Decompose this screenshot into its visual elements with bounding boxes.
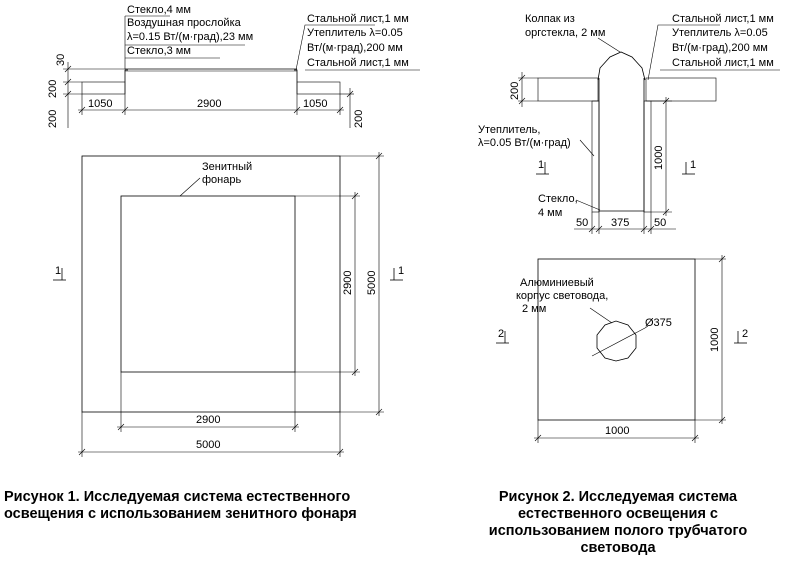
fig2-label-insulation-thickness: Вт/(м·град),200 мм — [672, 42, 768, 54]
fig2-dim-200: 200 — [509, 82, 521, 100]
fig1-dim-1050-right: 1050 — [303, 98, 327, 110]
fig2-dim-50-right: 50 — [654, 217, 666, 229]
fig2-plan-cut-right: 2 — [742, 328, 748, 340]
fig1-dim-inner-width: 2900 — [196, 414, 220, 426]
fig2-dim-width: 1000 — [605, 425, 629, 437]
fig2-label-dome-1: Колпак из — [525, 13, 575, 25]
fig1-label-steel-bottom: Стальной лист,1 мм — [307, 57, 409, 69]
fig1-roof-right — [296, 81, 341, 95]
fig2-tube-wall-right — [643, 100, 652, 213]
fig1-dim-200-c: 200 — [353, 110, 365, 128]
fig1-dim-30: 30 — [55, 54, 67, 66]
fig1-curb-left — [124, 69, 128, 82]
fig2-lightguide-outline — [596, 320, 637, 362]
figure2-caption-line2: естественного освещения с — [517, 506, 718, 522]
fig1-dim-inner-height: 2900 — [342, 271, 354, 295]
fig2-diameter: Ø375 — [645, 317, 672, 329]
fig2-label-insulation: Утеплитель λ=0.05 — [672, 27, 768, 39]
fig2-label-steel-top: Стальной лист,1 мм — [672, 13, 774, 25]
fig1-label-air-gap: Воздушная прослойка — [127, 17, 242, 29]
fig1-dim-200-b: 200 — [47, 110, 59, 128]
fig1-dim-200-a: 200 — [47, 80, 59, 98]
fig1-cut-right: 1 — [398, 265, 404, 277]
fig2-plan-cut-left: 2 — [498, 328, 504, 340]
fig1-label-glass-top: Стекло,4 мм — [127, 4, 191, 16]
figure2-caption-line4: световода — [580, 540, 656, 556]
fig1-curb-right — [294, 69, 298, 82]
fig1-label-insulation: Утеплитель λ=0.05 — [307, 27, 403, 39]
fig1-roof-outline — [81, 155, 341, 413]
fig2-label-dome-2: оргстекла, 2 мм — [525, 27, 605, 39]
fig1-dim-outer-width: 5000 — [196, 439, 220, 451]
fig2-roof-right — [645, 77, 717, 102]
figure1-caption-line1: Рисунок 1. Исследуемая система естествен… — [4, 489, 351, 505]
fig1-cut-left: 1 — [55, 265, 61, 277]
fig1-label-air-gap-lambda: λ=0.15 Вт/(м·град),23 мм — [127, 31, 253, 43]
fig2-label-tube-insul-1: Утеплитель, — [478, 124, 540, 136]
fig2-dim-375: 375 — [611, 217, 629, 229]
fig2-dim-50-left: 50 — [576, 217, 588, 229]
fig2-dim-height: 1000 — [709, 328, 721, 352]
fig1-label-steel-top: Стальной лист,1 мм — [307, 13, 409, 25]
fig2-tube-wall-left — [591, 100, 600, 213]
fig2-label-housing-1: Алюминиевый — [520, 277, 594, 289]
fig1-skylight-outline — [120, 195, 296, 373]
fig2-dim-1000: 1000 — [653, 146, 665, 170]
fig1-label-glass-bottom: Стекло,3 мм — [127, 45, 191, 57]
fig1-dim-1050-left: 1050 — [88, 98, 112, 110]
fig2-section: Колпак из оргстекла, 2 мм Стальной лист,… — [478, 13, 780, 234]
fig2-roof-left — [537, 77, 599, 102]
fig1-label-insulation-thickness: Вт/(м·град),200 мм — [307, 42, 403, 54]
fig1-label-skylight-2: фонарь — [202, 174, 241, 186]
fig1-dim-outer-height: 5000 — [366, 271, 378, 295]
fig1-roof-left — [81, 81, 126, 95]
fig2-label-glass-2: 4 мм — [538, 207, 562, 219]
fig2-label-glass-1: Стекло, — [538, 193, 578, 205]
fig2-cut-left: 1 — [538, 159, 544, 171]
figure1-caption-line2: освещения с использованием зенитного фон… — [4, 506, 357, 522]
figure2-caption: Рисунок 2. Исследуемая система естествен… — [448, 489, 788, 557]
fig2-plan: Ø375 Алюминиевый корпус световода, 2 мм … — [496, 255, 748, 443]
fig2-roof-outline — [537, 258, 696, 421]
fig2-label-tube-insul-2: λ=0.05 Вт/(м·град) — [478, 137, 571, 149]
fig2-label-steel-bottom: Стальной лист,1 мм — [672, 57, 774, 69]
fig1-dim-2900: 2900 — [197, 98, 221, 110]
fig2-label-housing-3: 2 мм — [522, 303, 546, 315]
fig1-section: Стекло,4 мм Воздушная прослойка λ=0.15 В… — [47, 4, 420, 128]
fig2-cut-right: 1 — [690, 159, 696, 171]
fig2-dome — [597, 51, 646, 81]
technical-drawing: Стекло,4 мм Воздушная прослойка λ=0.15 В… — [47, 4, 780, 457]
fig1-plan: Зенитный фонарь 2900 5000 2900 5000 1 — [53, 152, 404, 457]
figure2-caption-line3: использованием полого трубчатого — [488, 523, 748, 539]
fig2-label-housing-2: корпус световода, — [516, 290, 608, 302]
figure1-caption: Рисунок 1. Исследуемая система естествен… — [4, 489, 444, 523]
fig1-label-skylight-1: Зенитный — [202, 161, 252, 173]
figure2-caption-line1: Рисунок 2. Исследуемая система — [498, 489, 738, 505]
